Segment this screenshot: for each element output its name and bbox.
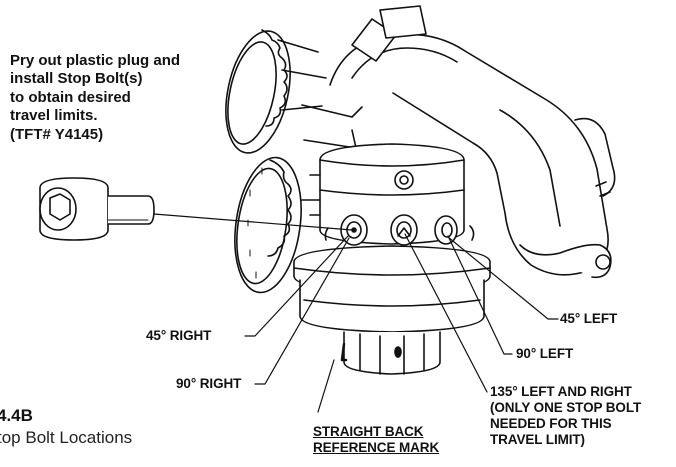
callout-line-1: Pry out plastic plug and	[10, 52, 181, 69]
stop-bolt-icon	[39, 177, 155, 241]
label-135-line-1: 135° LEFT AND RIGHT	[490, 384, 632, 399]
label-90-left: 90° LEFT	[516, 346, 574, 361]
stop-bolt-hole-45-left	[434, 215, 458, 245]
label-135-left-right: 135° LEFT AND RIGHT (ONLY ONE STOP BOLT …	[490, 384, 641, 448]
label-135-line-3: NEEDED FOR THIS	[490, 416, 612, 431]
callout-line-5: (TFT# Y4145)	[10, 125, 104, 143]
figure-title: top Bolt Locations	[0, 428, 133, 447]
callout-line-2: install Stop Bolt(s)	[10, 70, 143, 88]
label-135-line-4: TRAVEL LIMIT)	[490, 432, 585, 447]
label-straight-back: STRAIGHT BACK REFERENCE MARK	[313, 424, 439, 456]
callout-note: Pry out plastic plug and install Stop Bo…	[10, 52, 180, 144]
label-45-right: 45° RIGHT	[146, 328, 212, 343]
label-straight-back-line-1: STRAIGHT BACK	[313, 424, 424, 439]
leader-lines	[153, 213, 559, 413]
outlet-elbow	[301, 5, 616, 279]
stop-bolt-hole-135	[390, 214, 418, 246]
label-135-line-2: (ONLY ONE STOP BOLT	[490, 400, 642, 415]
callout-line-4: travel limits.	[10, 107, 98, 125]
label-straight-back-line-2: REFERENCE MARK	[313, 440, 440, 455]
figure-number: 4.4B	[0, 406, 33, 425]
upper-handwheel	[225, 29, 327, 154]
stop-bolt-hole-45-right	[340, 214, 368, 246]
label-90-right: 90° RIGHT	[176, 376, 242, 391]
monitor-body	[293, 143, 491, 375]
callout-line-3: to obtain desired	[10, 88, 131, 106]
label-45-left: 45° LEFT	[560, 311, 618, 326]
